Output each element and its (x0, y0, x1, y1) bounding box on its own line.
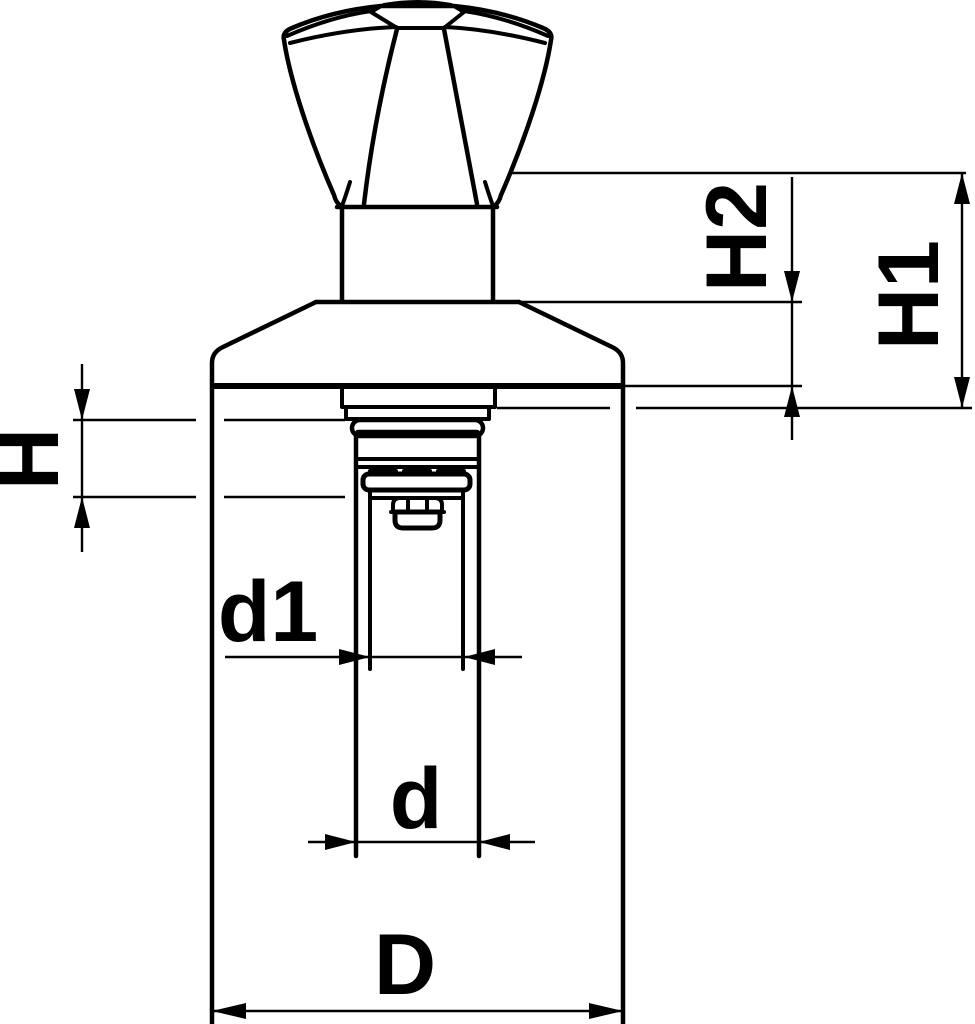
knob-rim-line-left-upper (285, 9, 373, 38)
knob-front-wing-right-edge (441, 26, 480, 207)
dimension-label-h2: H2 (689, 182, 785, 292)
outer-diameter-arrow-left (212, 1003, 246, 1019)
dimension-d: d (308, 751, 535, 850)
valve-body-outline (209, 383, 626, 1024)
d-arrow-left (479, 834, 510, 850)
h-extension-lines (73, 418, 345, 499)
bonnet-step1 (340, 384, 497, 409)
knob-top-face-left-corner (369, 4, 399, 30)
dimension-d1: d1 (218, 564, 522, 665)
flange-right-shoulder (516, 299, 626, 388)
dimension-h2: H2 (509, 171, 966, 440)
dimension-label-h: H (0, 428, 77, 490)
d-arrow-right (325, 834, 356, 850)
dimension-label-d1: d1 (218, 564, 318, 660)
bonnet-gland (340, 384, 497, 859)
flange (209, 299, 626, 389)
knob-rim-line-right-upper (462, 9, 550, 38)
h2-arrow-up (784, 386, 800, 417)
knob-wing-tip-right (483, 180, 495, 208)
dimension-label-outer-diameter: D (374, 917, 436, 1013)
knob-top-face-right-corner (442, 4, 466, 30)
dimension-h1: H1 (497, 173, 972, 410)
knob-rim-line-right-lower (443, 25, 547, 45)
h-arrow-down (74, 389, 90, 420)
d1-arrow-right (339, 649, 370, 665)
h1-arrow-up (954, 173, 970, 204)
knob-rim-line-left-lower (288, 25, 398, 45)
spindle-hex-nut (389, 496, 446, 514)
h2-arrow-down (784, 271, 800, 302)
dimension-outer-diameter: D (212, 917, 623, 1019)
d1-arrow-left (464, 649, 495, 665)
packing-nut-flange (360, 471, 473, 493)
outer-diameter-arrow-right (589, 1003, 623, 1019)
h-arrow-up (74, 497, 90, 528)
spindle-square-end (392, 509, 443, 531)
knob-front-wing-left-edge (361, 26, 400, 207)
knob-wing-tip-left (340, 180, 352, 208)
knob-outer-silhouette (281, 3, 554, 209)
h1-arrow-down (954, 377, 970, 408)
dimension-label-d: d (390, 751, 443, 847)
knob-top-dome-arc (382, 0, 453, 7)
dimension-label-h1: H1 (861, 240, 957, 350)
flange-left-shoulder (209, 299, 319, 388)
dimension-h: H (0, 364, 345, 552)
knob-handle (281, 0, 554, 304)
